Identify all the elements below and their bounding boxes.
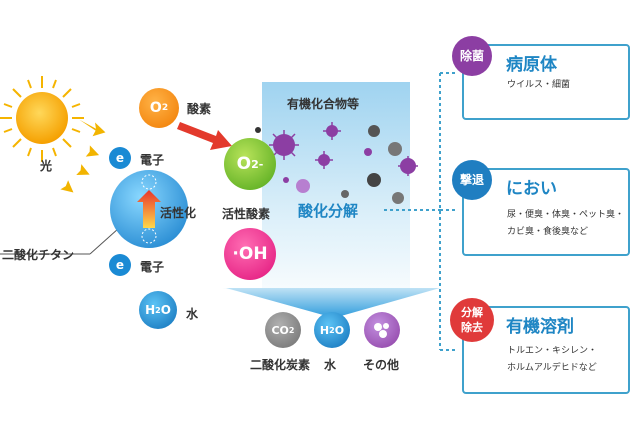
electron-icon-bottom: e bbox=[109, 254, 131, 276]
badge-decompose-text: 分解除去 bbox=[461, 306, 483, 334]
badge-repel: 撃退 bbox=[452, 160, 492, 200]
oxidative-decomposition-label: 酸化分解 bbox=[298, 202, 359, 220]
oxygen-label: 酸素 bbox=[187, 102, 212, 116]
down-arrow bbox=[226, 288, 440, 318]
card-pathogen-title: 病原体 bbox=[506, 55, 557, 75]
dotted-connectors bbox=[384, 72, 456, 351]
card-odor-title: におい bbox=[506, 179, 557, 199]
active-oxygen-label: 活性酸素 bbox=[222, 207, 271, 221]
badge-decompose: 分解除去 bbox=[450, 298, 494, 342]
card-pathogen-desc: ウイルス・細菌 bbox=[507, 80, 571, 90]
molecule-dots-icon bbox=[374, 323, 389, 338]
co2-label: 二酸化炭素 bbox=[250, 358, 311, 372]
water-product-label: 水 bbox=[324, 358, 337, 372]
electron-label-bottom: 電子 bbox=[140, 260, 165, 274]
water-label: 水 bbox=[186, 307, 199, 321]
organic-compounds-label: 有機化合物等 bbox=[287, 97, 360, 111]
dust-particles bbox=[255, 125, 404, 204]
other-products-icon bbox=[364, 312, 400, 348]
electron-label-top: 電子 bbox=[140, 153, 165, 167]
sun-icon bbox=[0, 76, 84, 162]
other-label: その他 bbox=[363, 358, 400, 372]
activation-label: 活性化 bbox=[160, 206, 197, 220]
card-solvent-desc-2: ホルムアルデヒドなど bbox=[507, 363, 597, 373]
titanium-dioxide-label: 二酸化チタン bbox=[2, 248, 75, 262]
card-pathogen bbox=[462, 44, 630, 120]
card-solvent-title: 有機溶剤 bbox=[506, 317, 574, 337]
light-arrows bbox=[57, 119, 106, 193]
red-arrow bbox=[177, 122, 232, 150]
card-solvent-desc-1: トルエン・キシレン・ bbox=[507, 346, 598, 356]
hydroxyl-radical-icon: ·OH bbox=[224, 228, 276, 280]
badge-sterilize: 除菌 bbox=[452, 36, 492, 76]
card-odor-desc-1: 尿・便臭・体臭・ペット臭・ bbox=[507, 210, 625, 220]
electron-icon-top: e bbox=[109, 147, 131, 169]
light-label: 光 bbox=[40, 159, 53, 173]
card-odor-desc-2: カビ臭・食後臭など bbox=[507, 227, 589, 237]
activation-arrow-icon bbox=[137, 174, 161, 244]
virus-spikes bbox=[269, 122, 418, 176]
